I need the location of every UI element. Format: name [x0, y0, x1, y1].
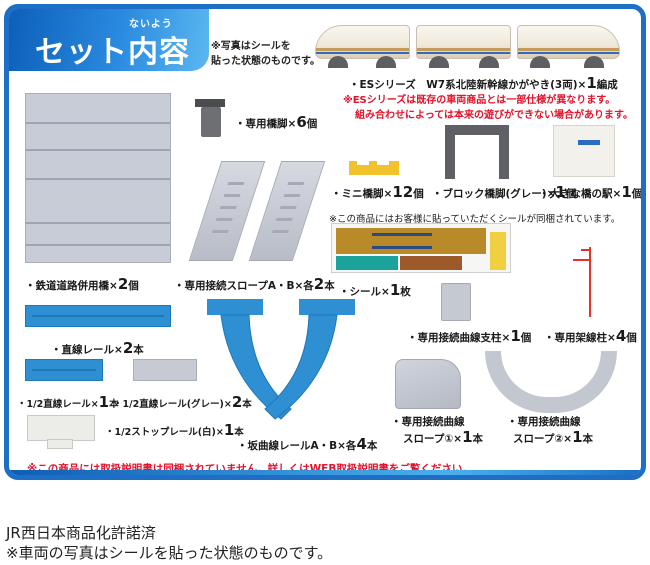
- half-straight-rail-gray-image: [133, 359, 197, 381]
- train-car-rear: [517, 25, 620, 68]
- curve-slope-1-image: [395, 359, 461, 409]
- straight-rail-image: [25, 305, 171, 327]
- half-stop-rail-foot: [47, 439, 73, 449]
- item-label-half-straight: ・1/2直線レール×1本: [17, 393, 119, 411]
- item-label-half-straight-gray: ・1/2直線レール(グレー)×2本: [113, 393, 252, 411]
- block-pier-image: [445, 125, 509, 179]
- sticker-note: ※この商品にはお客様に貼っていただくシールが同梱されています。: [329, 214, 621, 225]
- slope-curve-b: [264, 314, 338, 420]
- curve-slope-2-image: [485, 351, 617, 413]
- photo-note: ※写真はシールを 貼った状態のものです。: [211, 39, 320, 69]
- es-warning-line1: ※ESシリーズは既存の車両商品とは一部仕様が異なります。: [343, 95, 616, 106]
- item-label-station: ・大きな橋の駅×1個: [539, 183, 643, 201]
- item-label-pier: ・専用橋脚×6個: [235, 113, 318, 131]
- item-label-straight-rail: ・直線レール×2本: [51, 339, 144, 357]
- slope-curve-b-top: [299, 299, 355, 315]
- half-straight-rail-image: [25, 359, 103, 381]
- road-bridge-image: [25, 93, 171, 263]
- pier-image: [195, 99, 225, 137]
- catenary-pole-image: [573, 247, 603, 317]
- train-image: [315, 17, 625, 69]
- mini-pier-image: [349, 161, 399, 175]
- frame-bottom-border: [9, 470, 641, 475]
- title-ruby: ないよう: [129, 19, 173, 30]
- license-text: JR西日本商品化許諾済: [6, 524, 156, 542]
- slope-curve-a: [220, 314, 292, 420]
- es-warning-line2: 組み合わせによっては本来の遊びができない場合があります。: [355, 110, 633, 121]
- station-image: [553, 125, 615, 177]
- set-contents-panel: ないよう セット内容 ※写真はシールを 貼った状態のものです。 ・ESシリーズ …: [4, 4, 646, 480]
- item-label-slope-ab: ・専用接続スロープA・B×各2本: [174, 275, 335, 293]
- item-label-slope1: ・専用接続曲線 スロープ①×1本: [391, 416, 483, 446]
- item-label-slope-curve: ・坂曲線レールA・B×各4本: [237, 435, 378, 453]
- item-label-road-bridge: ・鉄道道路併用橋×2個: [25, 275, 139, 293]
- item-label-slope2: ・専用接続曲線 スロープ②×1本: [507, 416, 593, 446]
- page-title: セット内容: [35, 35, 190, 70]
- sticker-sheet-image: [331, 223, 511, 273]
- item-label-block-pier: ・ブロック橋脚(グレー)×1個: [432, 183, 577, 201]
- train-car-middle: [416, 25, 511, 68]
- photo-note-line2: 貼った状態のものです。: [211, 56, 320, 67]
- item-label-train: ・ESシリーズ W7系北陸新幹線かがやき(3両)×1編成: [349, 74, 618, 92]
- item-label-half-stop: ・1/2ストップレール(白)×1本: [105, 421, 244, 439]
- half-stop-rail-image: [27, 415, 95, 441]
- train-car-front: [315, 25, 410, 68]
- item-label-curve-support: ・専用接続曲線支柱×1個: [407, 327, 532, 345]
- set-contents-header: ないよう セット内容: [9, 9, 209, 71]
- slope-curve-a-top: [207, 299, 263, 315]
- slope-curve-rails-image: [207, 299, 355, 420]
- item-label-catenary: ・専用架線柱×4個: [544, 327, 637, 345]
- footer-photo-note: ※車両の写真はシールを貼った状態のものです。: [6, 544, 333, 562]
- photo-note-line1: ※写真はシールを: [211, 41, 291, 52]
- curve-support-image: [441, 283, 471, 321]
- item-label-mini-pier: ・ミニ橋脚×12個: [331, 183, 424, 201]
- item-label-sticker: ・シール×1枚: [339, 281, 411, 299]
